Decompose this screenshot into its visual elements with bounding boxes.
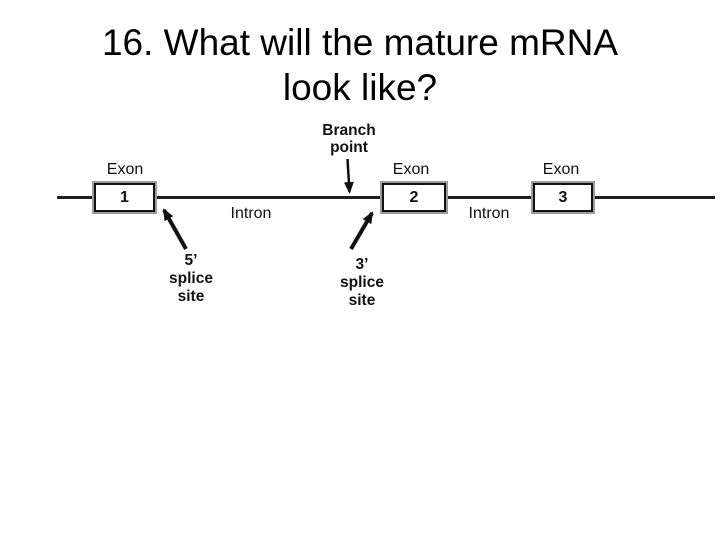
splice-site-3-line-2: splice	[340, 274, 384, 291]
exon-2-number: 2	[409, 188, 419, 206]
exon-3-label: Exon	[542, 161, 580, 178]
exon-2-label: Exon	[392, 161, 430, 178]
exon-3-number: 3	[558, 188, 568, 206]
exon-1-number: 1	[120, 188, 129, 206]
splice-site-5-line-3: site	[177, 288, 205, 305]
branch-point-label-line-1: Branch	[322, 122, 376, 139]
title-line-1: 16. What will the mature mRNA	[101, 22, 619, 63]
splice-site-3-line-3: site	[348, 292, 376, 309]
branch-point-label: Branch point	[322, 122, 375, 156]
splice-site-3-label: 3’ splice site	[340, 256, 384, 310]
exon-3-box: 3	[533, 183, 593, 212]
splice-site-5-label: 5’ splice site	[169, 252, 213, 306]
exon-1-box: 1	[94, 183, 155, 212]
splice-site-3-line-1: 3’	[355, 256, 369, 273]
splice-3-arrow	[349, 211, 374, 251]
exon-2-box: 2	[382, 183, 446, 212]
splice-site-5-line-1: 5’	[184, 252, 198, 269]
title-line-2: look like?	[282, 67, 438, 108]
exon-1-label: Exon	[106, 161, 144, 178]
intron-2-label: Intron	[468, 205, 510, 222]
splice-5-arrow	[162, 208, 188, 250]
page-title: 16. What will the mature mRNA look like?	[0, 20, 720, 110]
splice-site-5-line-2: splice	[169, 270, 213, 287]
branch-point-label-line-2: point	[330, 139, 368, 156]
intron-1-label: Intron	[230, 205, 272, 222]
branch-point-arrow	[343, 158, 354, 194]
